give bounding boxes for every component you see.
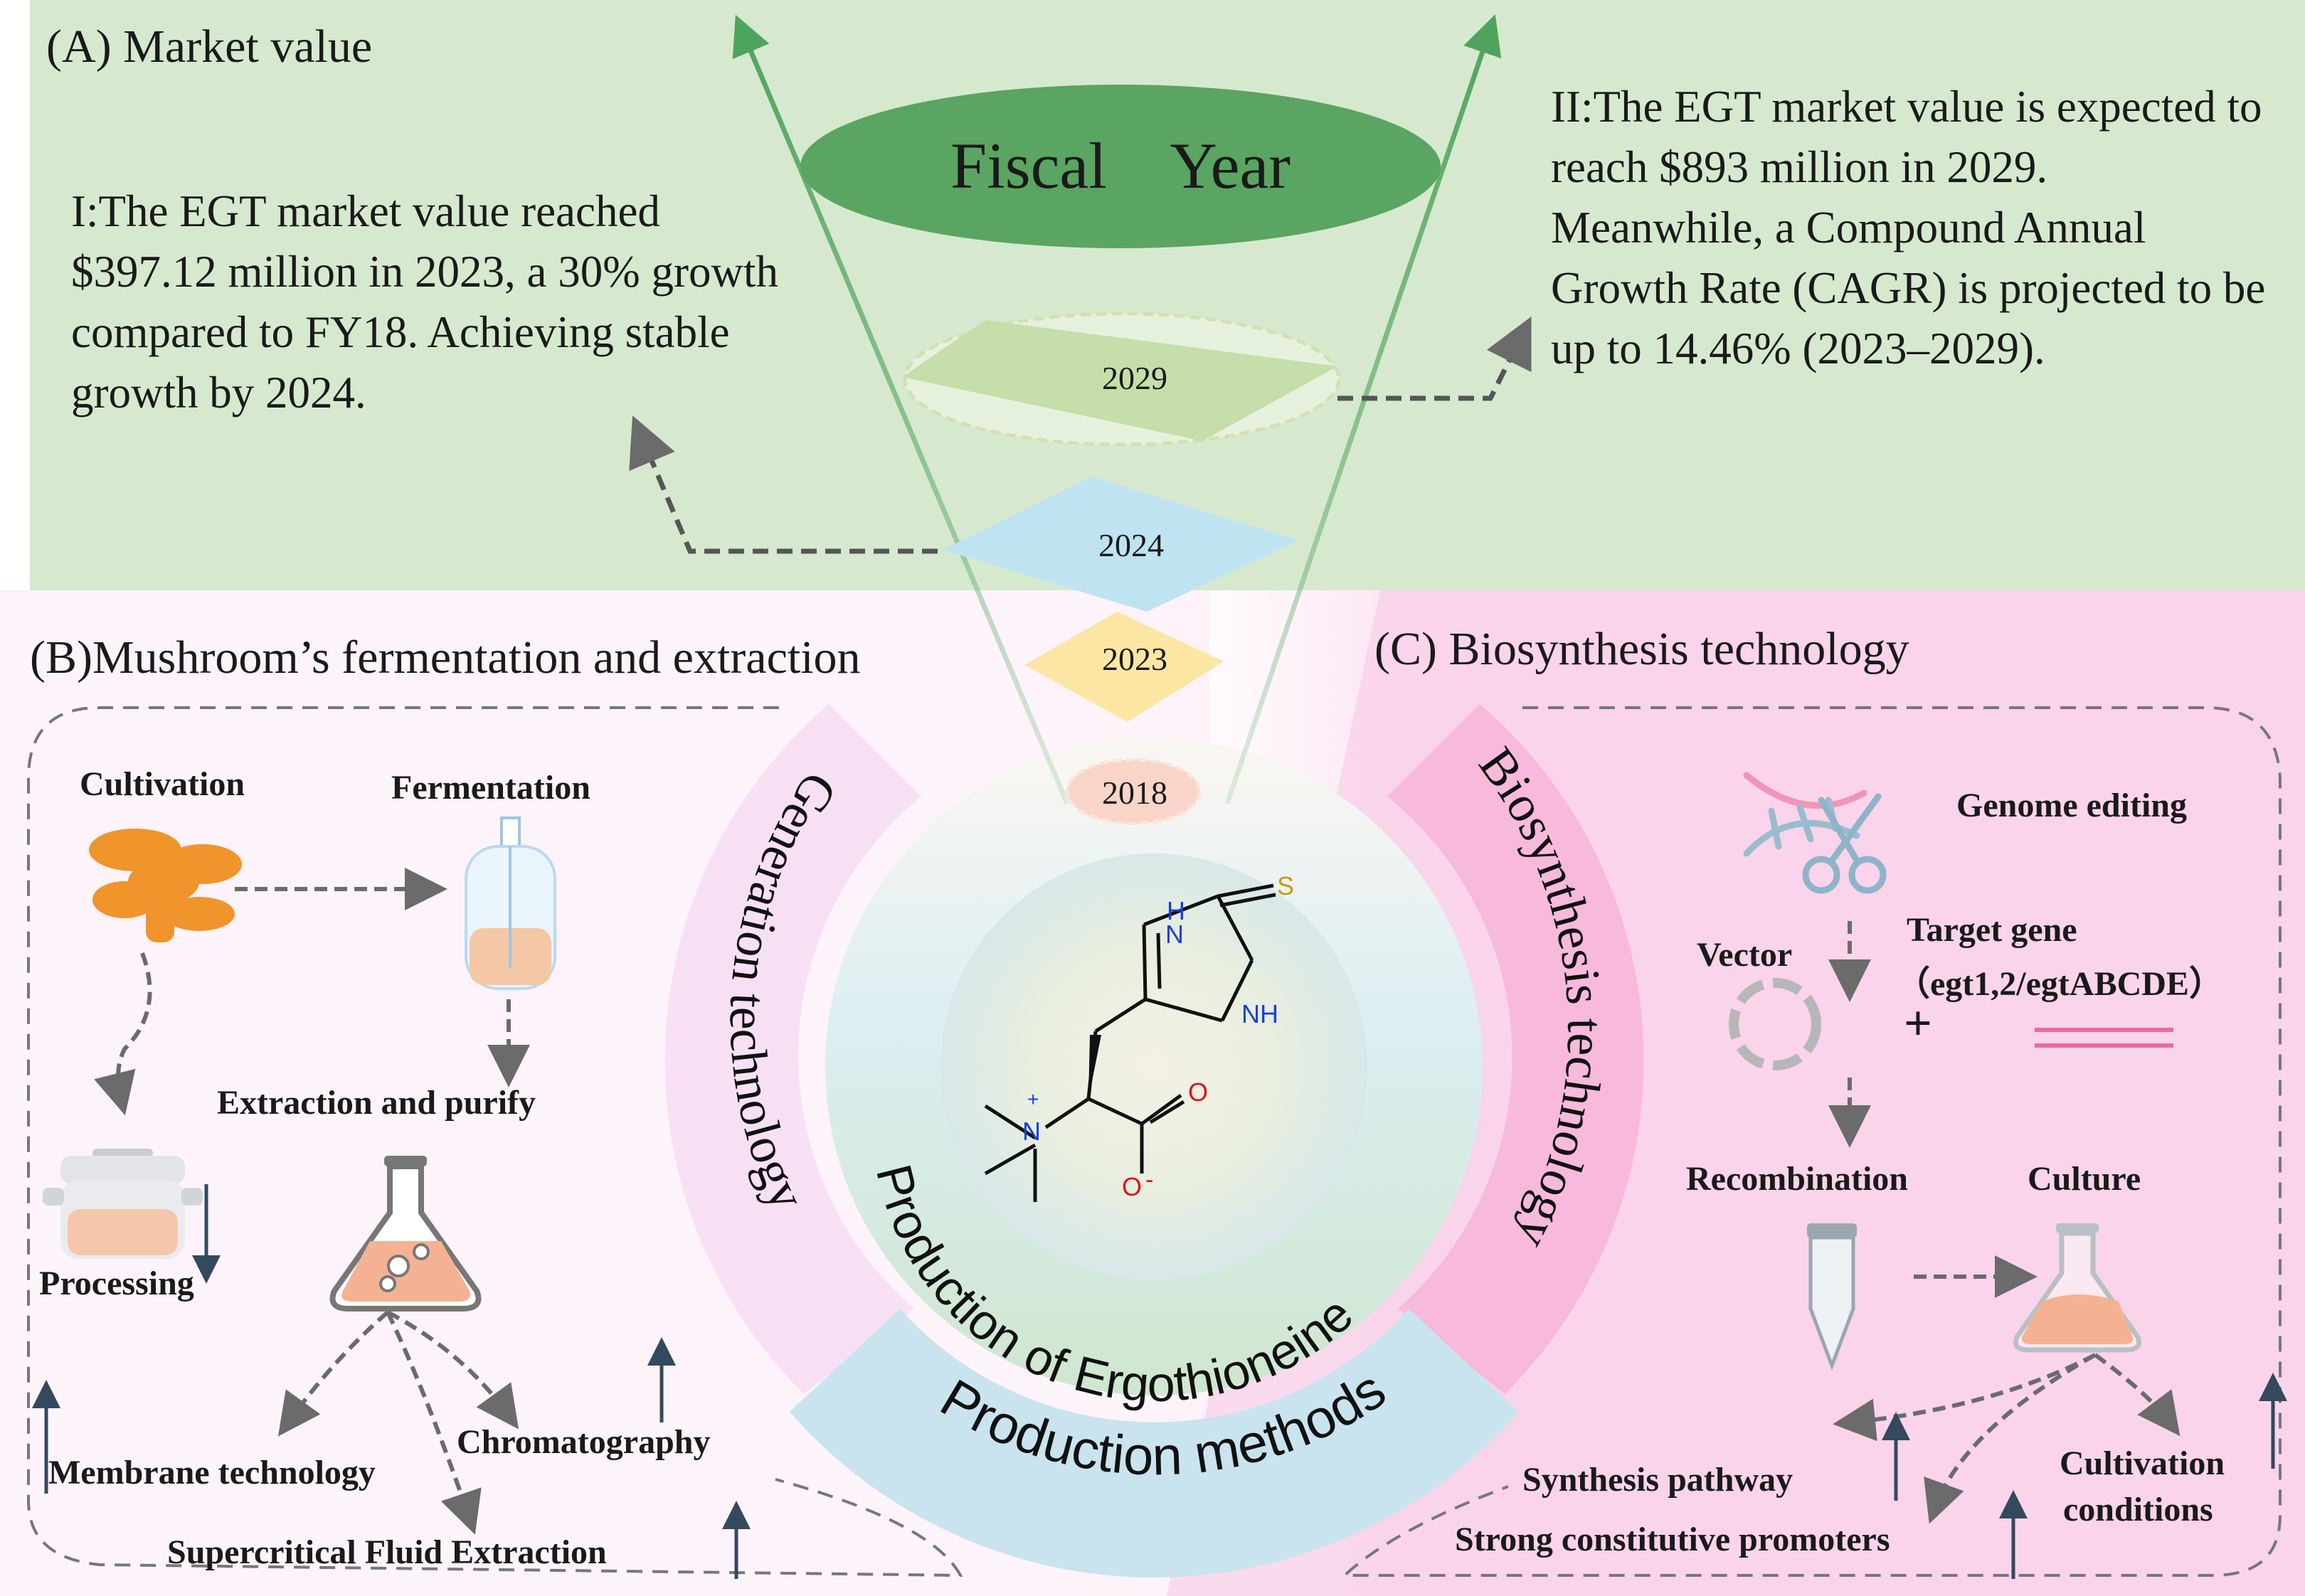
funnel-left-arrow <box>732 14 1070 805</box>
atom-n-top: N <box>1165 920 1184 949</box>
fermentation-label: Fermentation <box>391 769 590 807</box>
panel-b-dashed-outline <box>27 706 963 1578</box>
cooking-pot-icon <box>43 1149 203 1259</box>
panel-c-dashed-outline <box>1340 706 2282 1577</box>
culture-flask-icon <box>2013 1223 2142 1353</box>
year-2023-label: 2023 <box>1102 641 1167 677</box>
year-2024-label: 2024 <box>1098 527 1164 563</box>
recombination-label: Recombination <box>1686 1160 1908 1198</box>
fermenter-icon <box>465 816 556 990</box>
membrane-technology-label: Membrane technology <box>48 1454 376 1491</box>
chromatography-label: Chromatography <box>457 1423 711 1461</box>
plasmid-vector-icon <box>1729 978 1821 1070</box>
plus-sign: + <box>1904 996 1932 1051</box>
panel-b-flow-arrows <box>94 868 530 1535</box>
target-gene-icon <box>2035 1028 2173 1048</box>
year-2018-label: 2018 <box>1102 775 1167 811</box>
market-text-ii: II:The EGT market value is expected to r… <box>1551 82 2266 373</box>
genome-editing-label: Genome editing <box>1956 787 2187 824</box>
atom-o: O <box>1188 1078 1209 1107</box>
panel-a-title: (A) Market value <box>46 21 373 73</box>
atom-o-minus: O <box>1122 1172 1143 1201</box>
cultivation-conditions-label-2: conditions <box>2063 1491 2213 1528</box>
cultivation-label: Cultivation <box>80 765 245 803</box>
atom-plus-charge: + <box>1027 1088 1039 1110</box>
generation-technology-band <box>664 704 921 1394</box>
tube-icon <box>1807 1223 1857 1371</box>
mushroom-icon <box>89 829 242 942</box>
year-2018-ellipse <box>1065 757 1202 826</box>
funnel-right-arrow <box>1224 14 1502 805</box>
atom-minus-charge: - <box>1145 1166 1154 1193</box>
fiscal-year-ellipse <box>800 85 1441 248</box>
panel-b-title: (B)Mushroom’s fermentation and extractio… <box>30 632 861 683</box>
strong-promoters-label: Strong constitutive promoters <box>1455 1521 1890 1558</box>
year-2023-diamond <box>1024 612 1224 722</box>
vector-label: Vector <box>1697 936 1793 974</box>
target-gene-label: Target gene <box>1907 911 2077 949</box>
target-gene-detail-label: （egt1,2/egtABCDE） <box>1896 965 2223 1003</box>
dna-scissors-icon <box>1743 772 1887 894</box>
market-text-i: I:The EGT market value reached $397.12 m… <box>71 186 778 417</box>
supercritical-fluid-extraction-label: Supercritical Fluid Extraction <box>167 1533 607 1571</box>
atom-h-top: H <box>1167 896 1185 925</box>
biosynthesis-technology-band <box>1387 704 1644 1394</box>
cultivation-conditions-label-1: Cultivation <box>2060 1445 2225 1482</box>
atom-n-plus: N <box>1022 1117 1041 1146</box>
panel-c-up-arrows <box>1882 1373 2287 1579</box>
production-methods-band <box>790 1309 1519 1578</box>
panel-c-flow-arrows <box>1828 921 2181 1524</box>
year-2024-diamond <box>943 477 1298 612</box>
pointer-to-text-ii <box>1337 316 1532 401</box>
extraction-purify-label: Extraction and purify <box>217 1084 536 1122</box>
flask-icon <box>329 1156 482 1312</box>
atom-nh-right: NH <box>1241 999 1278 1028</box>
pointer-to-text-i <box>629 415 938 554</box>
panel-b-up-arrows <box>32 1184 751 1579</box>
center-disc <box>940 853 1367 1280</box>
year-2029-diamond <box>902 320 1337 441</box>
year-2029-label: 2029 <box>1102 360 1167 396</box>
culture-label: Culture <box>2028 1160 2141 1198</box>
fiscal-year-label: Fiscal Year <box>950 129 1291 202</box>
atom-s: S <box>1277 871 1295 900</box>
panel-c-title: (C) Biosynthesis technology <box>1374 623 1909 675</box>
synthesis-pathway-label: Synthesis pathway <box>1522 1461 1793 1499</box>
processing-label: Processing <box>39 1265 194 1302</box>
